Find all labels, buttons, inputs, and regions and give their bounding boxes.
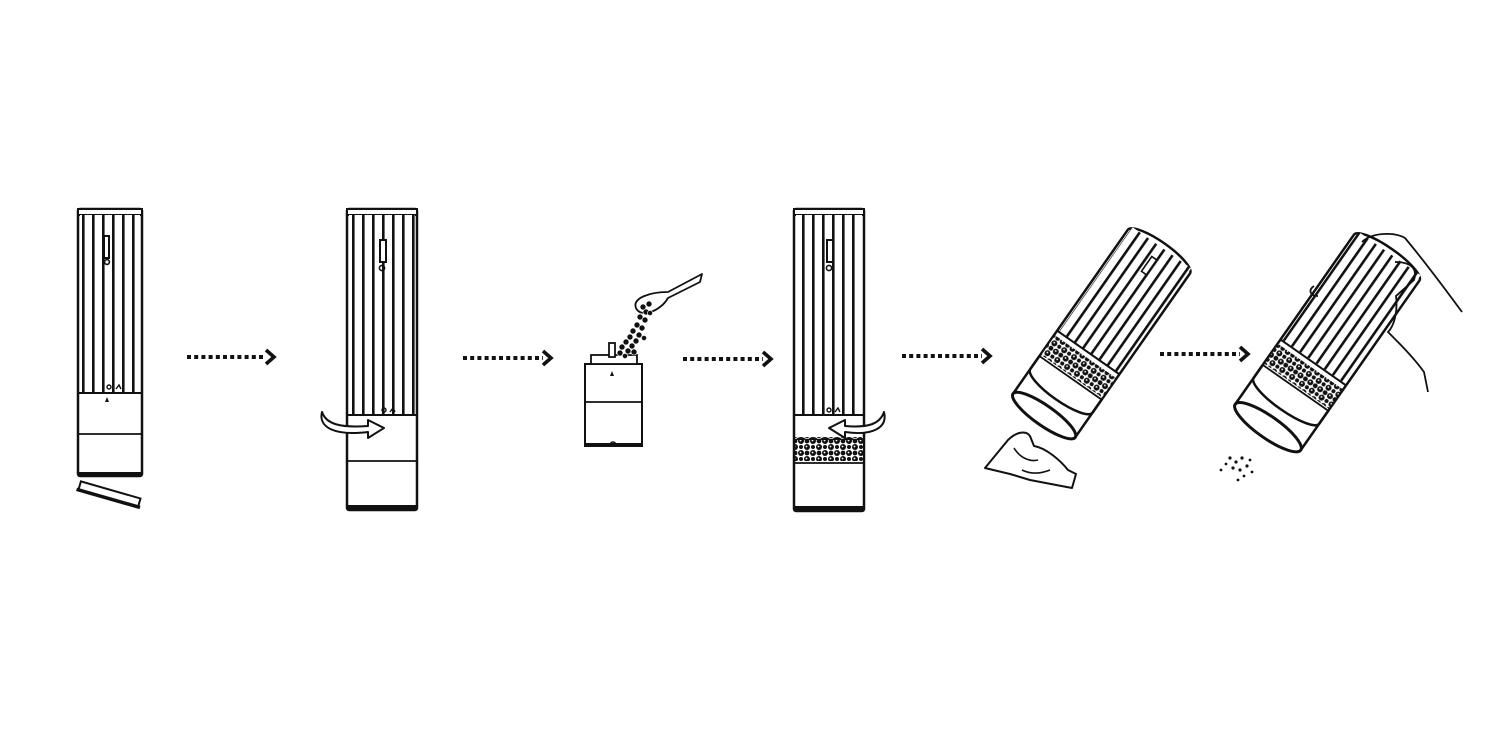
dotted-arrow-right-icon [902, 347, 993, 365]
step-5-grinder-adjust-coarseness-icon [984, 226, 1192, 489]
dotted-arrow-right-icon [683, 350, 774, 368]
step-4-grinder-twist-close-icon [792, 207, 886, 513]
step-3-spoon-fill-peppercorns-icon [584, 273, 703, 447]
dotted-arrow-right-icon [463, 349, 554, 367]
step-1-grinder-cap-removed-icon [76, 207, 144, 510]
dotted-arrow-right-icon [187, 348, 277, 366]
step-2-grinder-twist-open-icon [320, 207, 419, 512]
dotted-arrow-right-icon [1160, 345, 1251, 363]
step-6-grinder-hand-press-icon [1219, 231, 1463, 482]
